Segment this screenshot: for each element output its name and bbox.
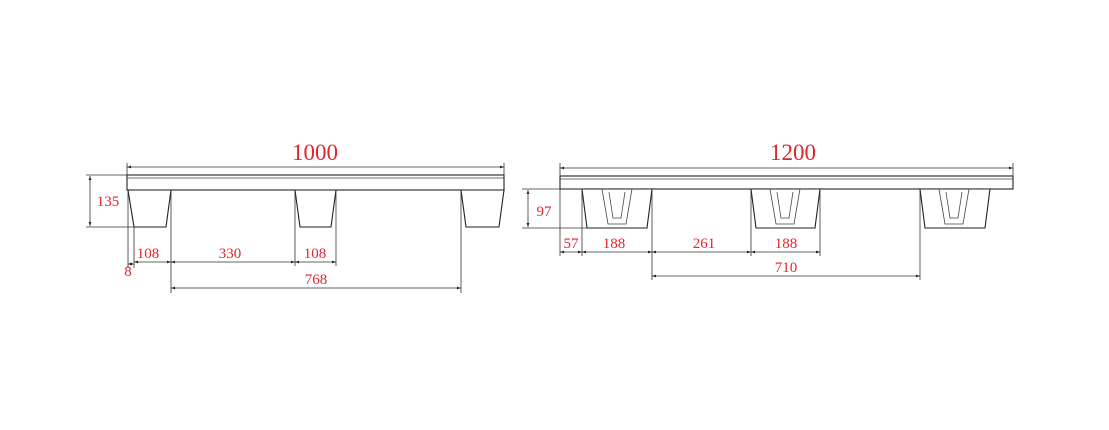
length-view-span-label: 710 [775, 260, 798, 276]
length-view-leg-left-label: 188 [603, 236, 626, 252]
length-view-height-label: 97 [537, 204, 553, 220]
length-view-leg-mid [750, 188, 821, 229]
length-view: 1200 97 57 188 261 188 710 [522, 140, 1014, 280]
length-view-leg-mid-label: 188 [775, 236, 798, 252]
width-view: 1000 135 108 330 108 8 768 [86, 140, 505, 293]
width-view-leg-mid [294, 189, 337, 228]
length-view-leg-right [919, 188, 991, 229]
length-view-overall-label: 1200 [770, 140, 816, 165]
width-view-leg-left-label: 108 [137, 246, 160, 262]
width-view-leg-right [460, 189, 505, 228]
length-view-deck [559, 175, 1014, 190]
width-view-leg-mid-label: 108 [304, 246, 327, 262]
length-view-gap-label: 261 [693, 236, 716, 252]
length-view-leg-left [581, 188, 653, 229]
width-view-leg-left [127, 189, 172, 228]
width-view-gap-label: 330 [219, 246, 242, 262]
width-view-span-label: 768 [305, 272, 328, 288]
width-view-overall-label: 1000 [292, 140, 338, 165]
width-view-height-label: 135 [97, 194, 120, 210]
width-view-edge-offset-label: 8 [124, 264, 132, 280]
length-view-edge-offset-label: 57 [564, 236, 580, 252]
width-view-deck [126, 174, 505, 191]
